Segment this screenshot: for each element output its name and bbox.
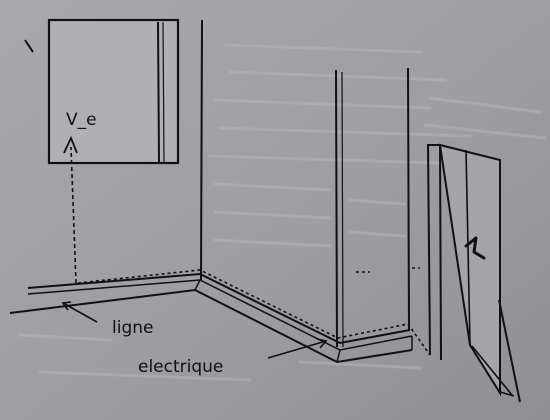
line-label-2: electrique bbox=[138, 357, 223, 377]
show-through-texture bbox=[18, 43, 547, 382]
label-pointers bbox=[61, 301, 328, 359]
dotted-lead-arrow bbox=[63, 135, 78, 284]
ve-label: V_e bbox=[66, 110, 97, 130]
line-label-1: ligne bbox=[112, 318, 153, 338]
door-handle-icon bbox=[464, 236, 486, 260]
room-walls bbox=[200, 19, 410, 348]
corner-tick-mark bbox=[24, 39, 34, 53]
corner-markers bbox=[356, 267, 420, 273]
wall-box bbox=[47, 18, 180, 165]
door bbox=[426, 143, 521, 403]
electric-line-dotted bbox=[77, 269, 431, 356]
baseboard-trunking bbox=[9, 272, 413, 364]
